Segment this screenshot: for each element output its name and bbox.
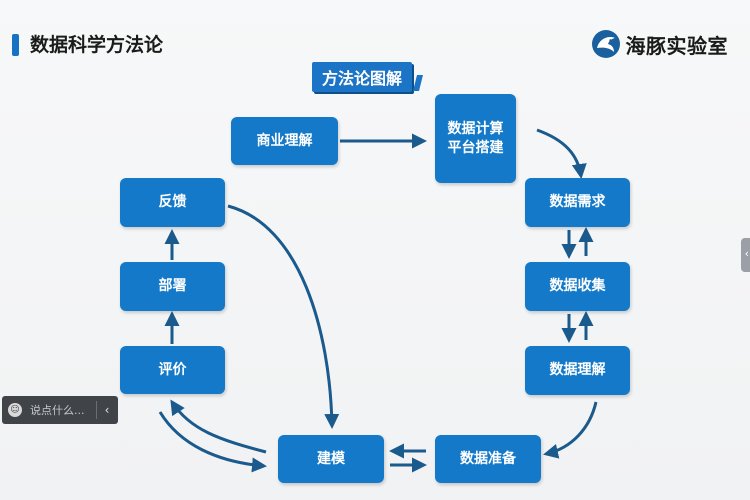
arrow-platform-to-requirements [536,128,587,179]
node-data-preparation: 数据准备 [435,435,541,483]
arrow-modeling-to-evaluation [170,399,267,454]
node-platform-line1: 数据计算 [447,120,504,137]
chevron-left-icon[interactable]: ‹ [744,247,749,260]
arrow-evaluation-to-modeling [158,411,267,473]
comment-input[interactable]: 说点什么... [30,404,85,417]
side-panel-toggle[interactable] [741,238,750,272]
diagram-title: 方法论图解 [322,69,403,88]
title-accent-bar [12,34,19,56]
comment-input-bar[interactable]: ☺ 说点什么... ‹ [2,396,118,424]
dolphin-logo-icon [591,30,620,58]
node-data-understanding: 数据理解 [525,346,630,395]
comment-divider [96,401,97,419]
node-deployment: 部署 [120,262,225,311]
node-evaluation: 评价 [120,346,225,394]
arrow-feedback-to-modeling [227,204,340,429]
node-data-requirements: 数据需求 [525,178,630,227]
node-platform-line2: 平台搭建 [447,139,504,156]
brand-name: 海豚实验室 [625,33,728,58]
node-platform-building: 数据计算 平台搭建 [435,94,516,183]
slide-title: 数据科学方法论 [30,34,164,56]
node-feedback: 反馈 [120,178,225,227]
node-data-collection: 数据收集 [525,262,630,311]
node-business-understanding: 商业理解 [231,117,338,165]
node-modeling: 建模 [278,435,384,483]
diagram-title-badge: 方法论图解 [312,62,424,92]
face-icon: ☺ [8,403,22,417]
brand-logo: 海豚实验室 [590,28,729,60]
collapse-comment-button[interactable]: ‹ [104,403,110,417]
arrow-understanding-to-preparation [543,401,598,459]
